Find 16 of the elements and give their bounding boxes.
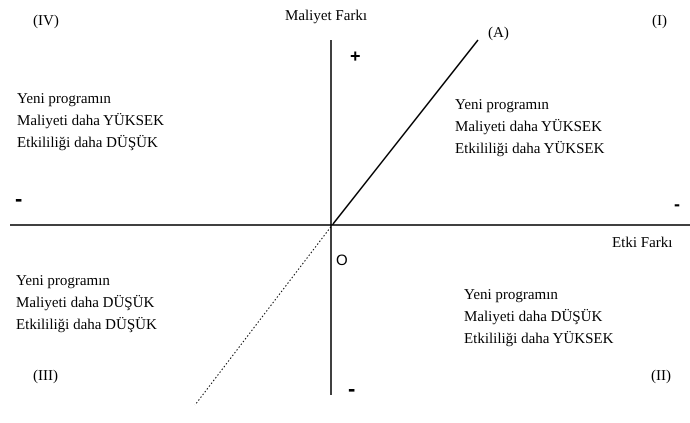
axis-label: Etki Farkı <box>612 234 672 253</box>
quadrant-text: Yeni programın Maliyeti daha YÜKSEK Etkililiği daha YÜKSEK <box>455 96 604 159</box>
sign-label: + <box>350 45 361 67</box>
quadrant-text: Yeni programın Maliyeti daha DÜŞÜK Etkililiği daha DÜŞÜK <box>16 272 157 335</box>
quadrant-label: (II) <box>651 367 671 386</box>
quadrant-label: (I) <box>652 12 667 31</box>
sign-label: - <box>674 193 680 215</box>
origin-label: O <box>336 251 348 271</box>
sign-label: - <box>348 378 356 400</box>
axis-label: Maliyet Farkı <box>285 7 368 26</box>
quadrant-text: Yeni programın Maliyeti daha YÜKSEK Etkililiği daha DÜŞÜK <box>17 90 164 153</box>
sign-label: - <box>15 188 22 210</box>
quadrant-text: Yeni programın Maliyeti daha DÜŞÜK Etkililiği daha YÜKSEK <box>464 286 614 349</box>
quadrant-label: (IV) <box>33 12 59 31</box>
quadrant-label: (III) <box>33 367 58 386</box>
line-label: (A) <box>488 24 509 43</box>
